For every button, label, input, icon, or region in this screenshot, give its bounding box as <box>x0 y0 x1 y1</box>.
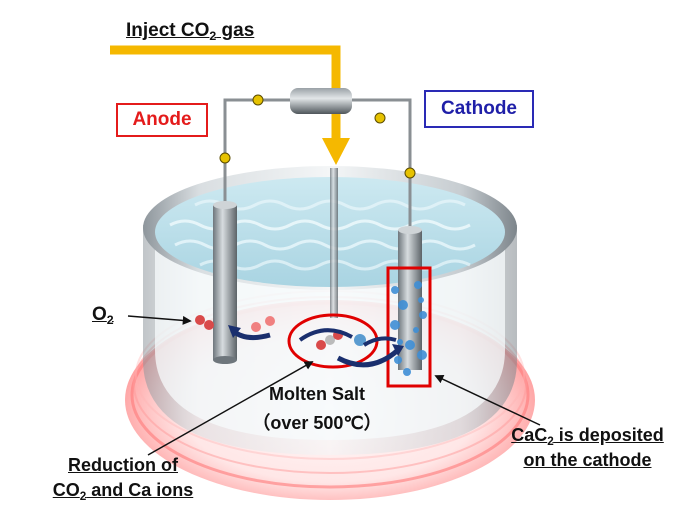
o2-label: O2 <box>92 304 114 328</box>
anode-electrode <box>213 201 237 364</box>
power-supply-icon <box>290 88 352 114</box>
o2-pointer-line <box>127 315 192 325</box>
oxygen-molecules <box>195 315 275 332</box>
external-circuit <box>219 88 416 240</box>
reduction-site <box>287 313 404 369</box>
molten-salt-label: Molten Salt （over 500℃） <box>252 384 382 433</box>
cac2-deposited-label: CaC2 is deposited on the cathode <box>511 425 664 470</box>
inject-co2-label: Inject CO2 gas <box>126 20 255 44</box>
reduction-label: Reduction of CO2 and Ca ions <box>52 455 194 504</box>
reduction-pointer-line <box>147 361 314 456</box>
cac2-deposit <box>390 281 427 376</box>
cac2-pointer-line <box>434 374 541 426</box>
cathode-electrode <box>386 226 432 388</box>
anode-label: Anode <box>116 103 208 137</box>
cathode-label: Cathode <box>424 90 534 128</box>
cathode-highlight-box <box>386 266 432 388</box>
